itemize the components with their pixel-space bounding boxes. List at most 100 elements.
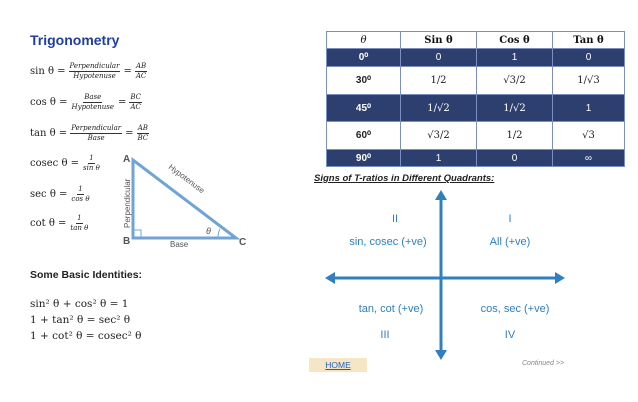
value-cell: 1/√2 [400,94,477,122]
table-row: 45⁰ 1/√2 1/√2 1 [326,94,625,122]
formula-lhs: cosec θ = [30,158,80,169]
value-cell: 1/2 [400,66,477,95]
identity-line: 1 + cot² θ = cosec² θ [30,330,142,342]
value-cell: ∞ [552,149,625,167]
perpendicular-label: Perpendicular [123,178,132,228]
table-row: 30⁰ 1/2 √3/2 1/√3 [326,66,625,95]
angle-cell: 45⁰ [326,94,401,122]
value-cell: √3/2 [400,121,477,150]
value-cell: 1 [400,149,477,167]
arrow-right-icon [555,272,565,284]
formula-lhs: sin θ = [30,66,66,77]
quadrant-1-number: I [508,213,512,225]
table-header-row: θ Sin θ Cos θ Tan θ [326,31,625,49]
quadrant-1-text: All (+ve) [489,236,531,248]
value-cell: 1/√3 [552,66,625,95]
fraction-den: Hypotenuse [71,103,114,111]
table-row: 60⁰ √3/2 1/2 √3 [326,121,625,150]
fraction-den: BC [137,134,149,142]
vertex-a-label: A [123,154,130,165]
fraction-num: Perpendicular [68,62,121,72]
quadrant-axes [325,190,565,360]
header-theta: θ [326,31,401,49]
table-row: 0⁰ 0 1 0 [326,48,625,67]
continued-label: Continued >> [522,360,565,367]
value-cell: √3 [552,121,625,150]
value-cell: 1 [552,94,625,122]
home-link[interactable]: HOME [309,358,367,372]
value-cell: 0 [552,48,625,67]
fraction-den: AC [130,103,141,111]
fraction-den: AC [135,72,147,80]
header-cos: Cos θ [476,31,553,49]
fraction-den: cos θ [71,195,90,203]
quadrant-2-text: sin, cosec (+ve) [349,236,427,248]
fraction-num: BC [129,93,143,103]
angle-cell: 30⁰ [326,66,401,95]
angle-cell: 60⁰ [326,121,401,150]
arrow-down-icon [435,350,447,360]
quadrant-3-text: tan, cot (+ve) [358,303,424,315]
fraction-den: Hypotenuse [73,72,116,80]
formula-lhs: cos θ = [30,97,68,108]
vertex-c-label: C [239,237,246,248]
theta-label: θ [206,226,211,236]
triangle-shape [131,156,241,240]
arrow-left-icon [325,272,335,284]
right-triangle-diagram: A B C Perpendicular Hypotenuse Base θ [123,154,246,249]
fraction-num: 1 [77,185,84,195]
value-cell: 0 [476,149,553,167]
table-row: 90⁰ 1 0 ∞ [326,149,625,167]
quadrant-2-number: II [391,213,399,225]
identities-heading: Some Basic Identities: [30,269,143,281]
fraction-num: 1 [76,214,83,224]
value-cell: 0 [400,48,477,67]
angle-cell: 90⁰ [326,149,401,167]
signs-title: Signs of T-ratios in Different Quadrants… [314,173,495,184]
vertex-b-label: B [123,236,130,247]
formula-lhs: cot θ = [30,218,67,229]
value-cell: 1/2 [476,121,553,150]
fraction-num: Base [83,93,103,103]
arrow-up-icon [435,190,447,200]
fraction-den: tan θ [70,224,89,232]
angle-cell: 0⁰ [326,48,401,67]
right-angle-mark [132,229,142,239]
header-tan: Tan θ [552,31,625,49]
fraction-num: AB [134,62,148,72]
quadrant-4-text: cos, sec (+ve) [480,303,550,315]
fraction-den: Base [87,134,105,142]
fraction-num: AB [136,124,149,134]
fraction-num: Perpendicular [70,124,123,134]
quadrant-3-number: III [380,329,390,341]
identity-line: 1 + tan² θ = sec² θ [30,314,131,326]
value-cell: √3/2 [476,66,553,95]
value-cell: 1 [476,48,553,67]
identity-line: sin² θ + cos² θ = 1 [30,298,129,310]
base-label: Base [170,240,189,249]
trig-values-table: θ Sin θ Cos θ Tan θ 0⁰ 0 1 0 30⁰ 1/2 √3/… [326,31,625,167]
value-cell: 1/√2 [476,94,553,122]
quadrant-4-number: IV [504,329,516,341]
fraction-den: sin θ [83,164,100,172]
formula-lhs: tan θ = [30,128,68,139]
fraction-num: 1 [88,154,95,164]
formula-lhs: sec θ = [30,189,68,200]
header-sin: Sin θ [400,31,477,49]
angle-arc [217,228,221,239]
